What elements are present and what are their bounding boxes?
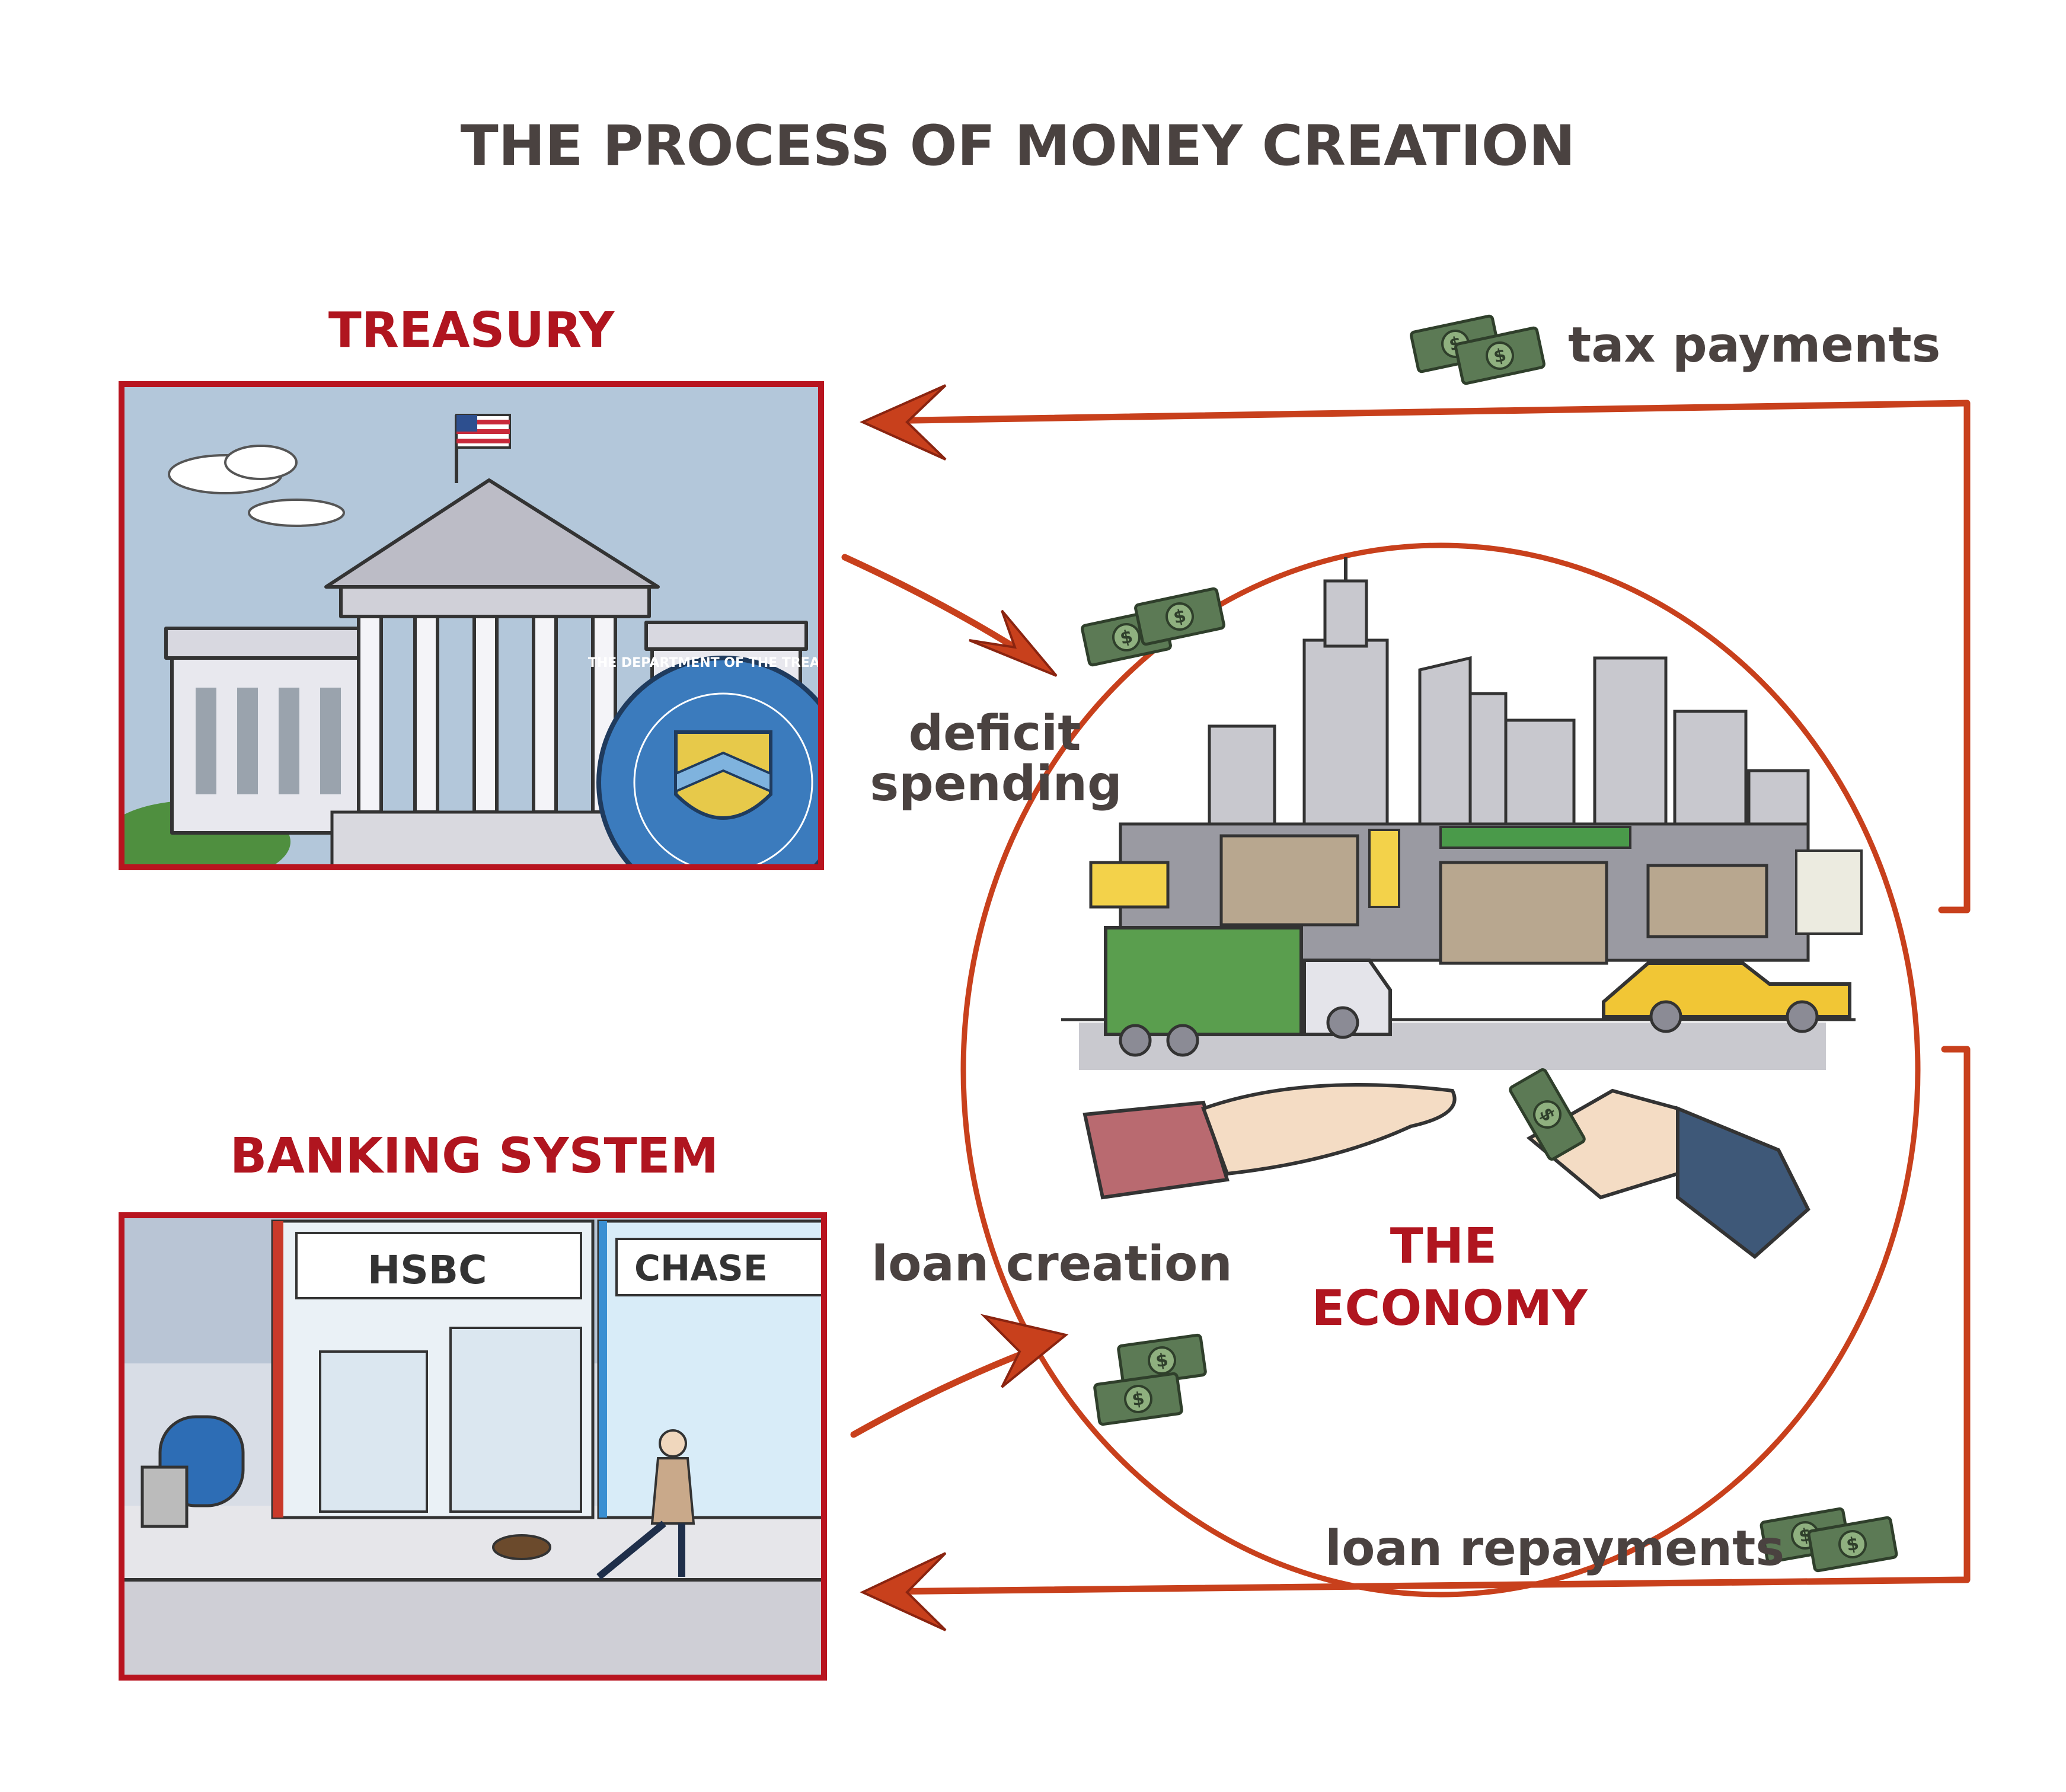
loan-creation-arrow [854,1316,1066,1435]
cash-icon [1135,588,1224,645]
page-title: THE PROCESS OF MONEY CREATION [461,114,1576,178]
deficit-spending-label-line1: deficit [908,705,1081,762]
loan-repayments-label: loan repayments [1325,1521,1784,1577]
deficit-spending-label-line2: spending [870,756,1122,812]
loan-creation-label: loan creation [871,1236,1232,1292]
hand-icon [1085,1085,1455,1197]
cash-icon [1094,1373,1182,1425]
treasury-building-illustration: THE DEPARTMENT OF THE TREASURY [101,384,859,907]
bank-sign-hsbc: HSBC [368,1247,487,1293]
deficit-spending-arrow [845,557,1056,676]
bank-storefront-illustration: HSBC CHASE [122,1215,824,1678]
economy-label-line1: THE [1390,1218,1497,1274]
economy-label-line2: ECONOMY [1311,1280,1588,1337]
tax-payments-label: tax payments [1568,317,1940,373]
treasury-heading: TREASURY [328,302,615,359]
bank-sign-chase: CHASE [634,1248,768,1289]
banking-heading: BANKING SYSTEM [230,1128,719,1184]
